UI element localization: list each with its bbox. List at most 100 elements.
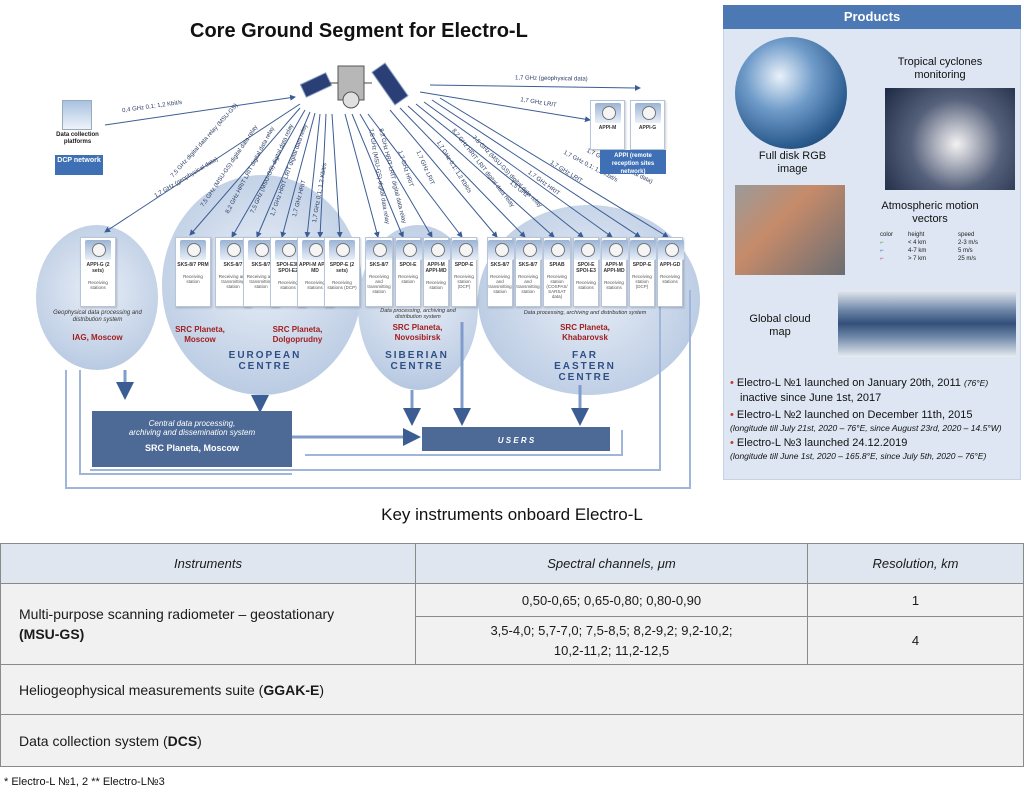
header-channels: Spectral channels, μm <box>415 543 808 584</box>
instruments-table: Instruments Spectral channels, μm Resolu… <box>0 543 1024 767</box>
station-name: SPIAB <box>549 262 565 268</box>
station-type: Receiving stations <box>305 280 325 290</box>
station-name: SPOI-E <box>399 262 417 268</box>
station-name: APPI-M APPI-MD <box>298 262 332 274</box>
dish-icon <box>516 240 542 260</box>
dish-icon <box>544 240 570 260</box>
launch-2-text: Electro-L №2 launched on December 11th, … <box>736 409 973 421</box>
station-type: Receiving station (COSPAS/ SARSAT data) <box>546 274 568 299</box>
siberian-centre-name: SIBERIAN CENTRE <box>385 350 449 372</box>
station-name: APPI-M <box>598 125 617 131</box>
fe-station-3: SPIAB Receiving station (COSPAS/ SARSAT … <box>543 237 571 307</box>
dish-icon <box>594 103 621 123</box>
appi-g-station: APPI-G <box>630 100 665 150</box>
station-type: Receiving station <box>183 274 203 284</box>
users-label: U S E R S <box>497 436 535 445</box>
station-type: Receiving and transmitting station <box>246 274 276 289</box>
msu-resolution-1: 1 <box>807 583 1024 617</box>
station-name: SPDP-E <box>454 262 474 268</box>
dcp-antenna-icon <box>62 100 92 130</box>
dish-icon <box>220 240 246 260</box>
table-row: Multi-purpose scanning radiometer – geos… <box>0 583 1024 665</box>
msu-channels-2a: 3,5-4,0; 5,7-7,0; 7,5-8,5; 8,2-9,2; 9,2-… <box>490 622 733 638</box>
satellite-icon <box>300 62 409 109</box>
cloud-map-label: Global cloud map <box>749 313 811 338</box>
dish-icon <box>396 240 422 260</box>
dish-icon <box>634 103 661 123</box>
fe-station-6: SPDP-E Receiving station (DCP) <box>629 237 656 307</box>
station-name: SPOI-E SPOI-E3 <box>576 262 596 274</box>
station-name: APPI-M APPI-MD <box>425 262 447 274</box>
users-box: U S E R S <box>422 427 610 451</box>
launch-2: • Electro-L №2 launched on December 11th… <box>730 408 1020 423</box>
station-name: SKS-8/7 <box>251 262 271 268</box>
legend-speed-2: 5 m/s <box>958 248 973 254</box>
legend-height-1: < 4 km <box>908 240 927 246</box>
dcp-network-box: DCP network <box>55 155 103 175</box>
ggak-name: Heliogeophysical measurements suite ( <box>19 681 264 698</box>
european-org-1: SRC Planeta, Moscow <box>175 325 225 344</box>
station-type: Receiving stations (DCP) <box>327 280 357 290</box>
ggak-abbr: GGAK-E <box>263 681 320 698</box>
far-eastern-centre-name: FAR EASTERN CENTRE <box>554 350 616 383</box>
cyclone-image <box>885 88 1015 190</box>
dish-icon <box>180 240 206 260</box>
legend-swatch-green: ⌐ <box>880 240 884 246</box>
dish-icon <box>488 240 514 260</box>
legend-height-3: > 7 km <box>908 256 927 262</box>
station-type: Receiving and transmitting station <box>516 274 540 294</box>
sib-station-4: SPDP-E Receiving station (DCP) <box>451 237 478 307</box>
table-title: Key instruments onboard Electro-L <box>381 505 643 524</box>
euro-station-5: APPI-M APPI-MD Receiving stations <box>297 237 333 307</box>
legend-height-2: 4-7 km <box>908 248 927 254</box>
legend-speed-header: speed <box>958 232 975 238</box>
legend-height-header: height <box>908 232 925 238</box>
central-processing-box: Central data processing, archiving and d… <box>92 411 292 467</box>
legend-color-header: color <box>880 232 894 238</box>
station-type: Receiving stations <box>576 280 596 290</box>
launch-1-text: Electro-L №1 launched on January 20th, 2… <box>736 377 961 389</box>
bullet-icon: • <box>730 377 734 389</box>
station-name: SKS-8/7 <box>490 262 510 268</box>
fe-station-2: SKS-8/7 Receiving and transmitting stati… <box>515 237 542 307</box>
launch-1-line2: inactive since June 1st, 2017 <box>740 392 882 404</box>
fe-station-4: SPOI-E SPOI-E3 Receiving stations <box>573 237 600 307</box>
appi-m-station: APPI-M <box>590 100 625 150</box>
station-name: SPDP-E (2 sets) <box>329 262 355 274</box>
msu-channels-2-cell: 3,5-4,0; 5,7-7,0; 7,5-8,5; 8,2-9,2; 9,2-… <box>415 616 808 665</box>
table-header-row: Instruments Spectral channels, μm Resolu… <box>0 543 1024 584</box>
dish-icon <box>248 240 274 260</box>
central-line-1: Central data processing, <box>148 419 236 428</box>
dish-icon <box>302 240 328 260</box>
dcs-close: ) <box>197 732 202 749</box>
station-name: SKS-8/7 <box>518 262 538 268</box>
station-type: Receiving and transmitting station <box>367 274 391 294</box>
station-name: SPDP-E <box>632 262 652 268</box>
msu-name: Multi-purpose scanning radiometer – geos… <box>19 606 335 622</box>
fe-station-7: APPI-GD Receiving stations <box>657 237 684 307</box>
station-name: APPI-G (2 sets) <box>86 262 110 274</box>
iag-station: APPI-G (2 sets) Receiving stations <box>80 237 116 307</box>
station-type: Receiving stations <box>278 280 298 290</box>
station-name: APPI-M APPI-MD <box>603 262 625 274</box>
dish-icon <box>275 240 301 260</box>
dcs-cell: Data collection system (DCS) <box>0 714 1024 767</box>
dish-icon <box>452 240 478 260</box>
msu-abbr: (MSU-GS) <box>19 626 85 642</box>
iag-caption: Geophysical data processing and distribu… <box>53 310 142 323</box>
station-name: SKS-8/7 <box>369 262 389 268</box>
dish-icon <box>602 240 628 260</box>
products-header: Products <box>723 5 1021 29</box>
station-type: Receiving stations <box>660 274 680 284</box>
central-line-2: archiving and dissemination system <box>128 428 256 437</box>
far-eastern-caption: Data processing, archiving and distribut… <box>523 310 647 316</box>
station-name: SPOI-E3D SPOI-E2 <box>276 262 300 274</box>
msu-instrument-cell: Multi-purpose scanning radiometer – geos… <box>0 583 416 665</box>
table-row: 3,5-4,0; 5,7-7,0; 7,5-8,5; 8,2-9,2; 9,2-… <box>1 616 1024 665</box>
launch-2-note: (longitude till July 21st, 2020 – 76°E, … <box>730 423 1002 433</box>
ggak-close: ) <box>319 681 325 698</box>
dish-icon <box>658 240 684 260</box>
fe-station-1: SKS-8/7 Receiving and transmitting stati… <box>487 237 514 307</box>
launch-3: • Electro-L №3 launched 24.12.2019 <box>730 436 1020 451</box>
msu-channels-2b: 10,2-11,2; 11,2-12,5 <box>553 642 670 658</box>
